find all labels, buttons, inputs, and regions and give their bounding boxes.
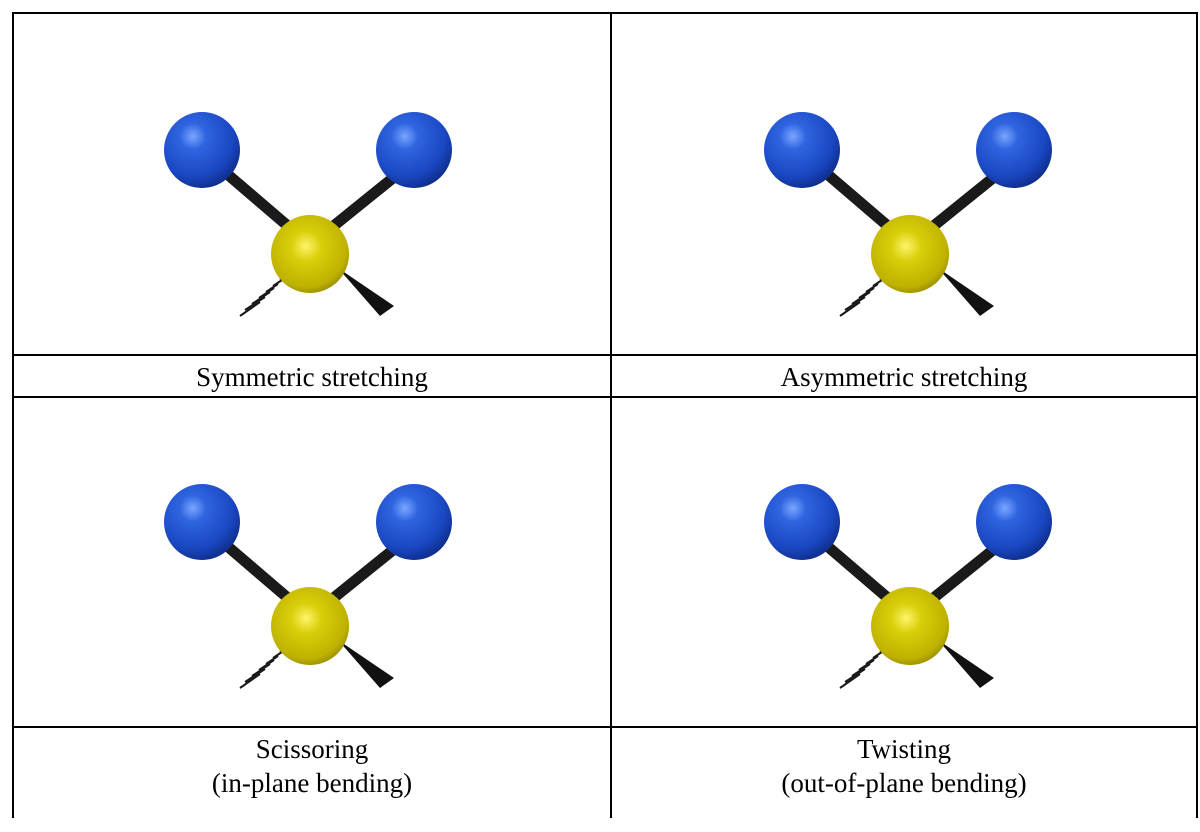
table-row-divider-2 [12,396,1198,398]
molecule-twisting [760,462,1060,702]
caption-line: Asymmetric stretching [780,362,1028,392]
table-row-divider-1 [12,354,1198,356]
caption-line: (in-plane bending) [211,768,413,798]
molecule-asymmetric-stretching [760,90,1060,330]
molecule-scissoring [160,462,460,702]
table-row-divider-3 [12,726,1198,728]
table-divider-middle [610,12,612,818]
caption-line: Scissoring [255,734,369,764]
table-border-right [1196,12,1198,818]
caption-asymmetric-stretching: Asymmetric stretching [612,360,1196,394]
caption-scissoring: Scissoring (in-plane bending) [14,732,610,800]
table-border-left [12,12,14,818]
table-border-top [12,12,1198,14]
vibration-mode-table: Symmetric stretching Asymmetric stretchi… [12,12,1198,832]
molecule-symmetric-stretching [160,90,460,330]
caption-line: Twisting [856,734,952,764]
caption-line: (out-of-plane bending) [781,768,1027,798]
caption-line: Symmetric stretching [196,362,428,392]
caption-twisting: Twisting (out-of-plane bending) [612,732,1196,800]
caption-symmetric-stretching: Symmetric stretching [14,360,610,394]
